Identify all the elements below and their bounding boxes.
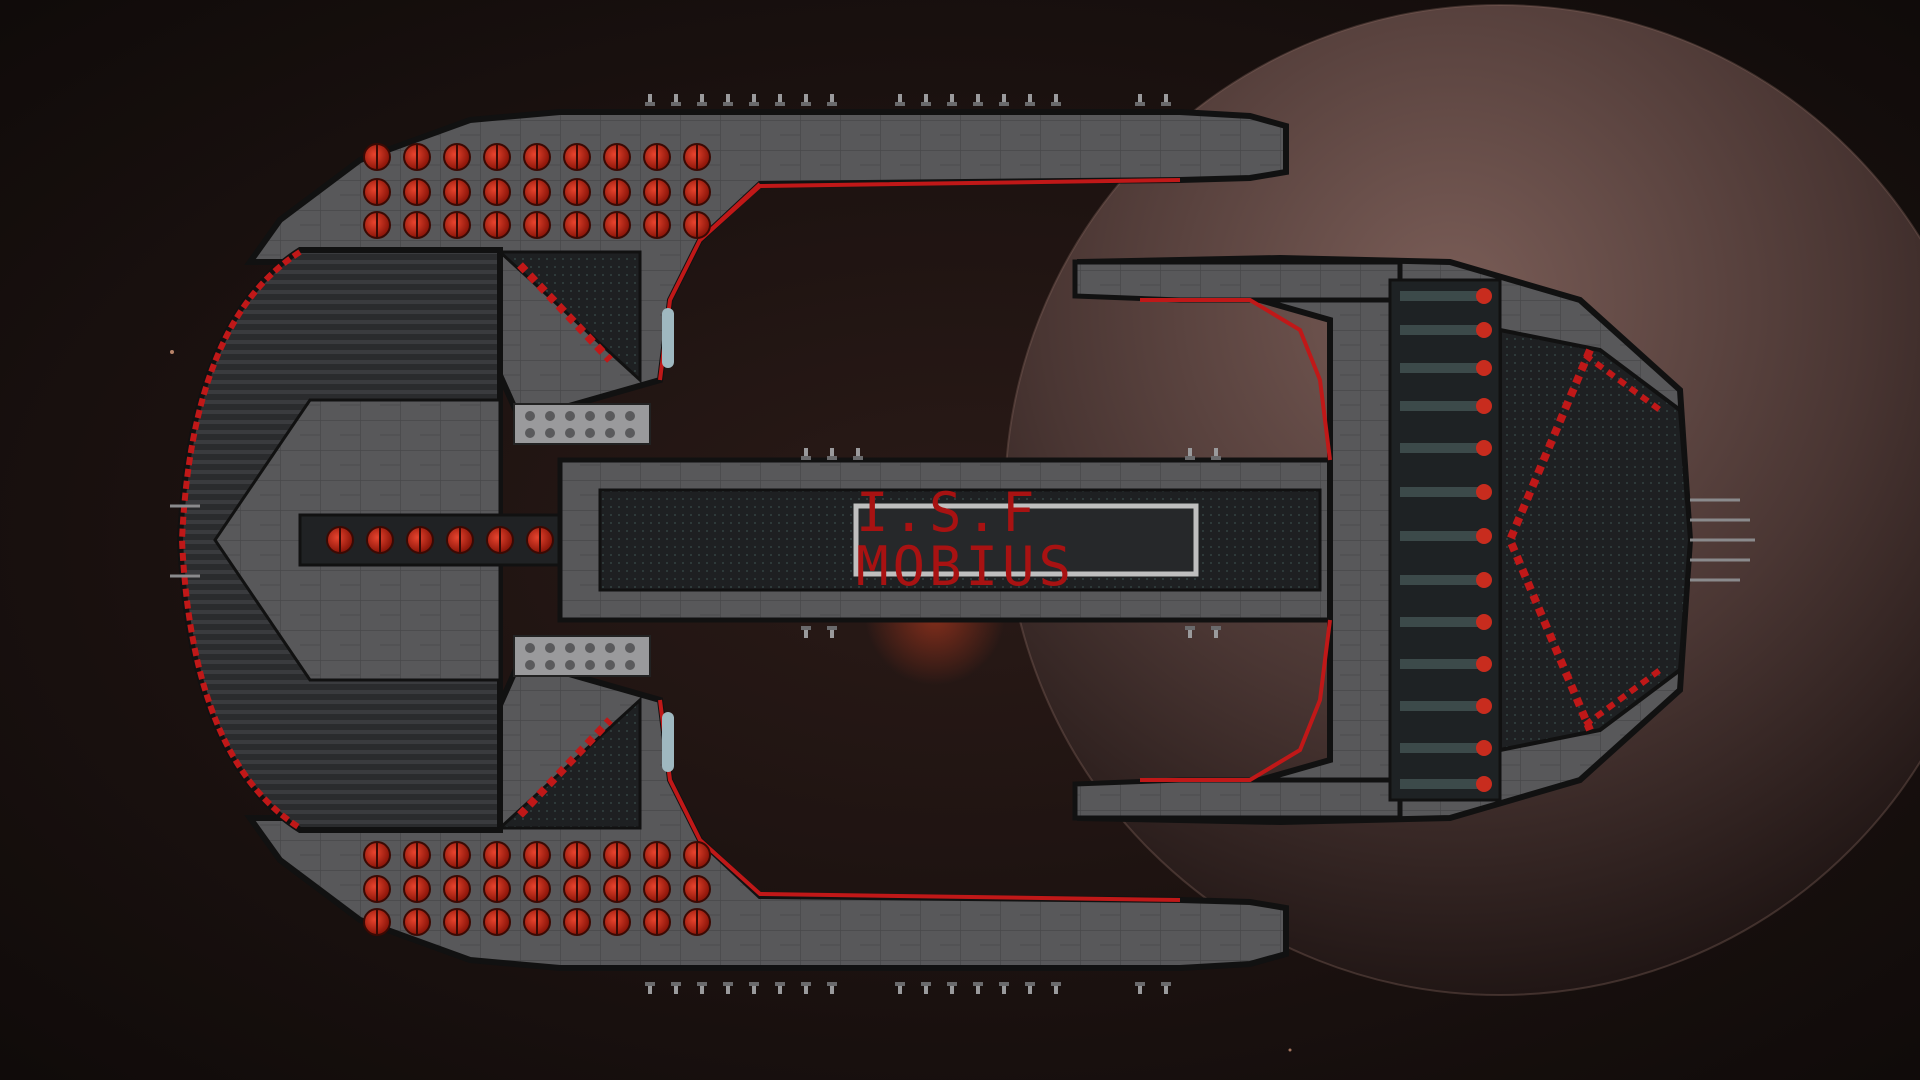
bow-prow (1498, 327, 1693, 753)
bow-upper-prong (1072, 259, 1403, 303)
window-light-icon (662, 308, 674, 772)
engine-pod-icon (363, 143, 711, 239)
starship-topdown-icon (170, 94, 1755, 994)
engine-pod-icon (363, 841, 711, 936)
vent-block-bottom (513, 635, 651, 677)
ship-name-plate (853, 503, 1199, 577)
vent-block-top (513, 403, 651, 445)
bow-lower-prong (1072, 777, 1403, 821)
antenna-icon (170, 498, 1755, 582)
star-1 (170, 350, 174, 354)
hangar-bays (1388, 278, 1502, 802)
ship-name-label: I.S.F MOBIUS (856, 481, 1076, 598)
star-2 (1288, 1048, 1292, 1052)
